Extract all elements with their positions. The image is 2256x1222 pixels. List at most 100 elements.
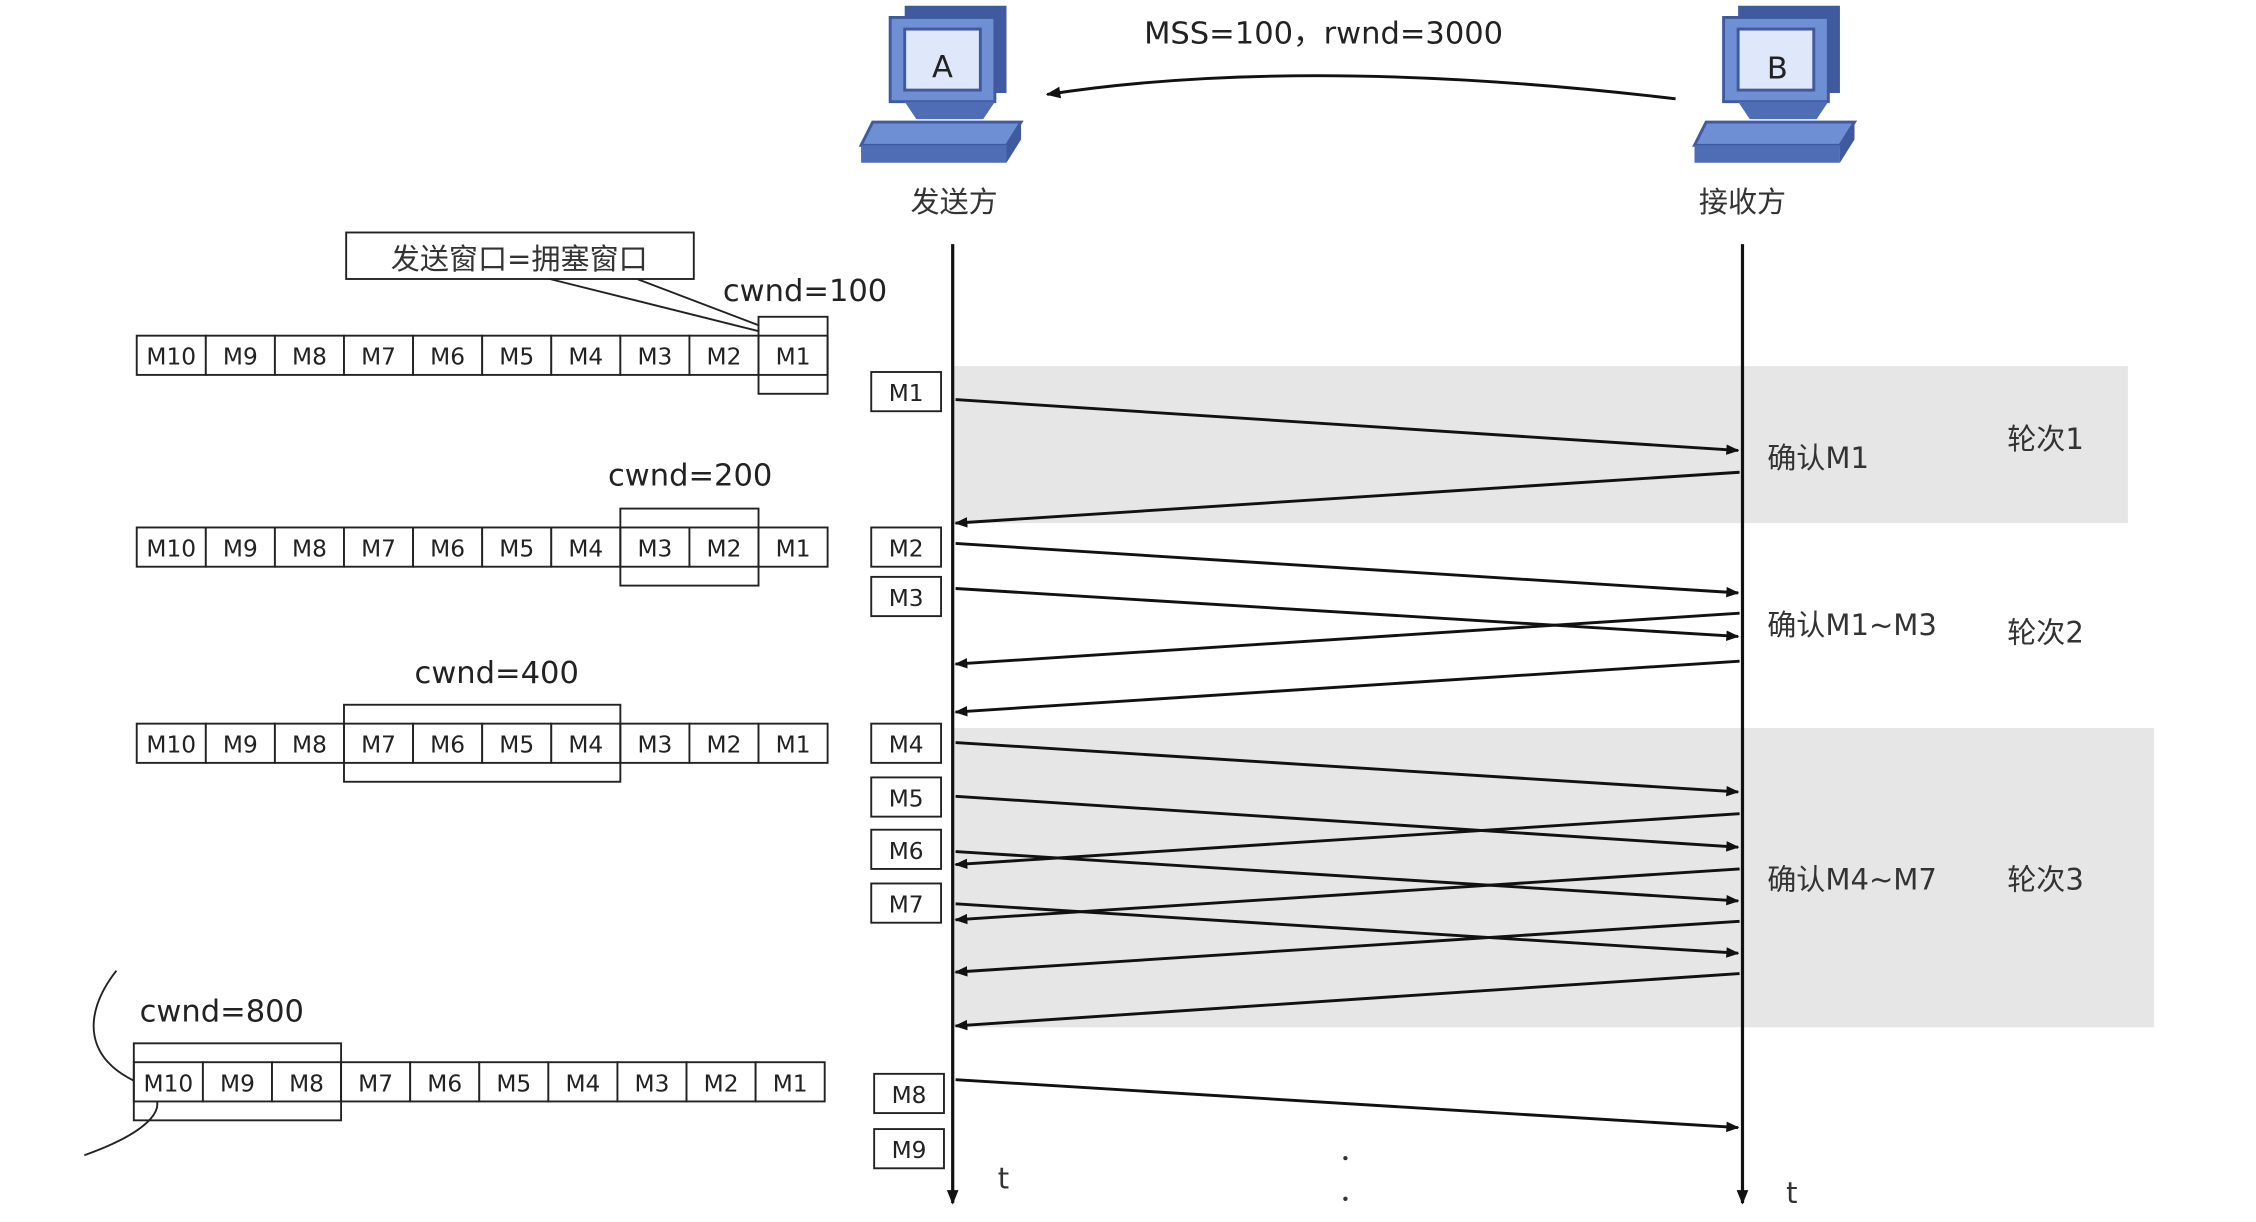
segment-cell (135, 526, 207, 568)
segment-cell (757, 334, 829, 376)
sent-segment-label: M2 (889, 536, 924, 563)
segment-cell-label: M1 (776, 732, 811, 759)
ack-label-round1: 确认M1 (1767, 441, 1869, 475)
data-segment-arrow (955, 398, 1740, 455)
ack-arrow (954, 812, 1740, 870)
segment-cell-label: M4 (568, 536, 603, 563)
segment-cell (685, 1061, 757, 1103)
ack-arrow (954, 470, 1740, 528)
ack-arrow (954, 659, 1740, 717)
segment-cell (481, 526, 553, 568)
transmission-arrows (954, 398, 1740, 1133)
callout-pointer (549, 278, 760, 333)
sent-segment-label: M6 (889, 838, 924, 865)
segment-cell (204, 334, 276, 376)
cwnd-label-3: cwnd=400 (415, 656, 579, 691)
segment-cell-label: M7 (358, 1070, 393, 1097)
segment-cell (271, 1061, 343, 1103)
sent-segment-label: M9 (892, 1137, 927, 1164)
ack-arrow (954, 919, 1740, 977)
segment-cell-label: M1 (773, 1070, 808, 1097)
segment-cell-label: M9 (223, 536, 258, 563)
segment-cell-label: M1 (776, 536, 811, 563)
computer-icon (1692, 5, 1858, 163)
segment-cell-label: M1 (776, 344, 811, 371)
data-segment-arrow (955, 1078, 1740, 1133)
segment-cell-label: M3 (637, 344, 672, 371)
params-arrow (1045, 74, 1676, 101)
data-segment-arrow (955, 587, 1740, 641)
segment-cell-label: M2 (707, 732, 742, 759)
ack-arrow (954, 867, 1740, 925)
segment-cell-label: M2 (707, 344, 742, 371)
segment-cell-label: M3 (637, 732, 672, 759)
receiver-time-label: t (1786, 1176, 1797, 1210)
segment-cell-label: M9 (223, 732, 258, 759)
sent-segment-box (870, 882, 943, 924)
segment-cell-label: M9 (220, 1070, 255, 1097)
segment-cell (201, 1061, 273, 1103)
sent-segment-label: M4 (889, 732, 924, 759)
sent-segment-label: M3 (889, 585, 924, 612)
data-segment-arrow (955, 542, 1740, 598)
round3-shade (952, 728, 2155, 1028)
segment-cell (412, 722, 484, 764)
segment-cell (550, 526, 622, 568)
segment-cell-label: M5 (499, 536, 534, 563)
segment-cell-label: M4 (565, 1070, 600, 1097)
sent-segment-box (870, 722, 943, 764)
cwnd-label-4: cwnd=800 (140, 995, 304, 1030)
segment-cell-label: M5 (499, 344, 534, 371)
segment-cell (412, 334, 484, 376)
cwnd-label-2: cwnd=200 (608, 458, 772, 493)
segment-cell (481, 334, 553, 376)
computer-icon (858, 5, 1024, 163)
congestion-window-frame (757, 315, 829, 395)
segment-cell-label: M2 (704, 1070, 739, 1097)
segment-cell-label: M5 (499, 732, 534, 759)
segment-cell-label: M6 (430, 536, 465, 563)
segment-cell (412, 526, 484, 568)
segment-cell-label: M2 (707, 536, 742, 563)
segment-cell (550, 722, 622, 764)
sender-time-label: t (998, 1162, 1009, 1196)
congestion-window-frame (343, 703, 622, 783)
sent-segment-label: M1 (889, 380, 924, 407)
segment-cell (754, 1061, 826, 1103)
callout-box (345, 231, 695, 280)
segment-cell-label: M4 (568, 344, 603, 371)
sent-segment-box (870, 526, 943, 568)
segment-cell (135, 334, 207, 376)
segment-cell-label: M7 (361, 344, 396, 371)
segment-cell-label: M10 (146, 732, 196, 759)
sent-segment-label: M8 (892, 1082, 927, 1109)
segment-cell (132, 1061, 204, 1103)
sender-label: 发送方 (911, 185, 998, 219)
segment-cell-label: M10 (146, 536, 196, 563)
sent-segment-box (873, 1128, 945, 1170)
sent-segment-box (870, 776, 943, 818)
segment-cell (619, 526, 691, 568)
segment-cell (204, 722, 276, 764)
segment-cell-label: M6 (430, 732, 465, 759)
data-segment-arrow (955, 741, 1740, 797)
congestion-window-frame (619, 507, 760, 587)
ack-label-round2: 确认M1~M3 (1767, 608, 1937, 642)
host-a-letter: A (932, 50, 953, 85)
segment-cell-label: M8 (292, 344, 327, 371)
segment-cell-label: M9 (223, 344, 258, 371)
segment-cell-label: M4 (568, 732, 603, 759)
data-segment-arrow (955, 850, 1740, 906)
segment-cell-label: M8 (289, 1070, 324, 1097)
cwnd-label-1: cwnd=100 (723, 274, 887, 309)
segment-cell-label: M3 (637, 536, 672, 563)
params-text: MSS=100，rwnd=3000 (1144, 17, 1503, 52)
segment-cell-label: M8 (292, 732, 327, 759)
round-label-1: 轮次1 (2007, 422, 2084, 456)
data-segment-arrow (955, 794, 1740, 852)
